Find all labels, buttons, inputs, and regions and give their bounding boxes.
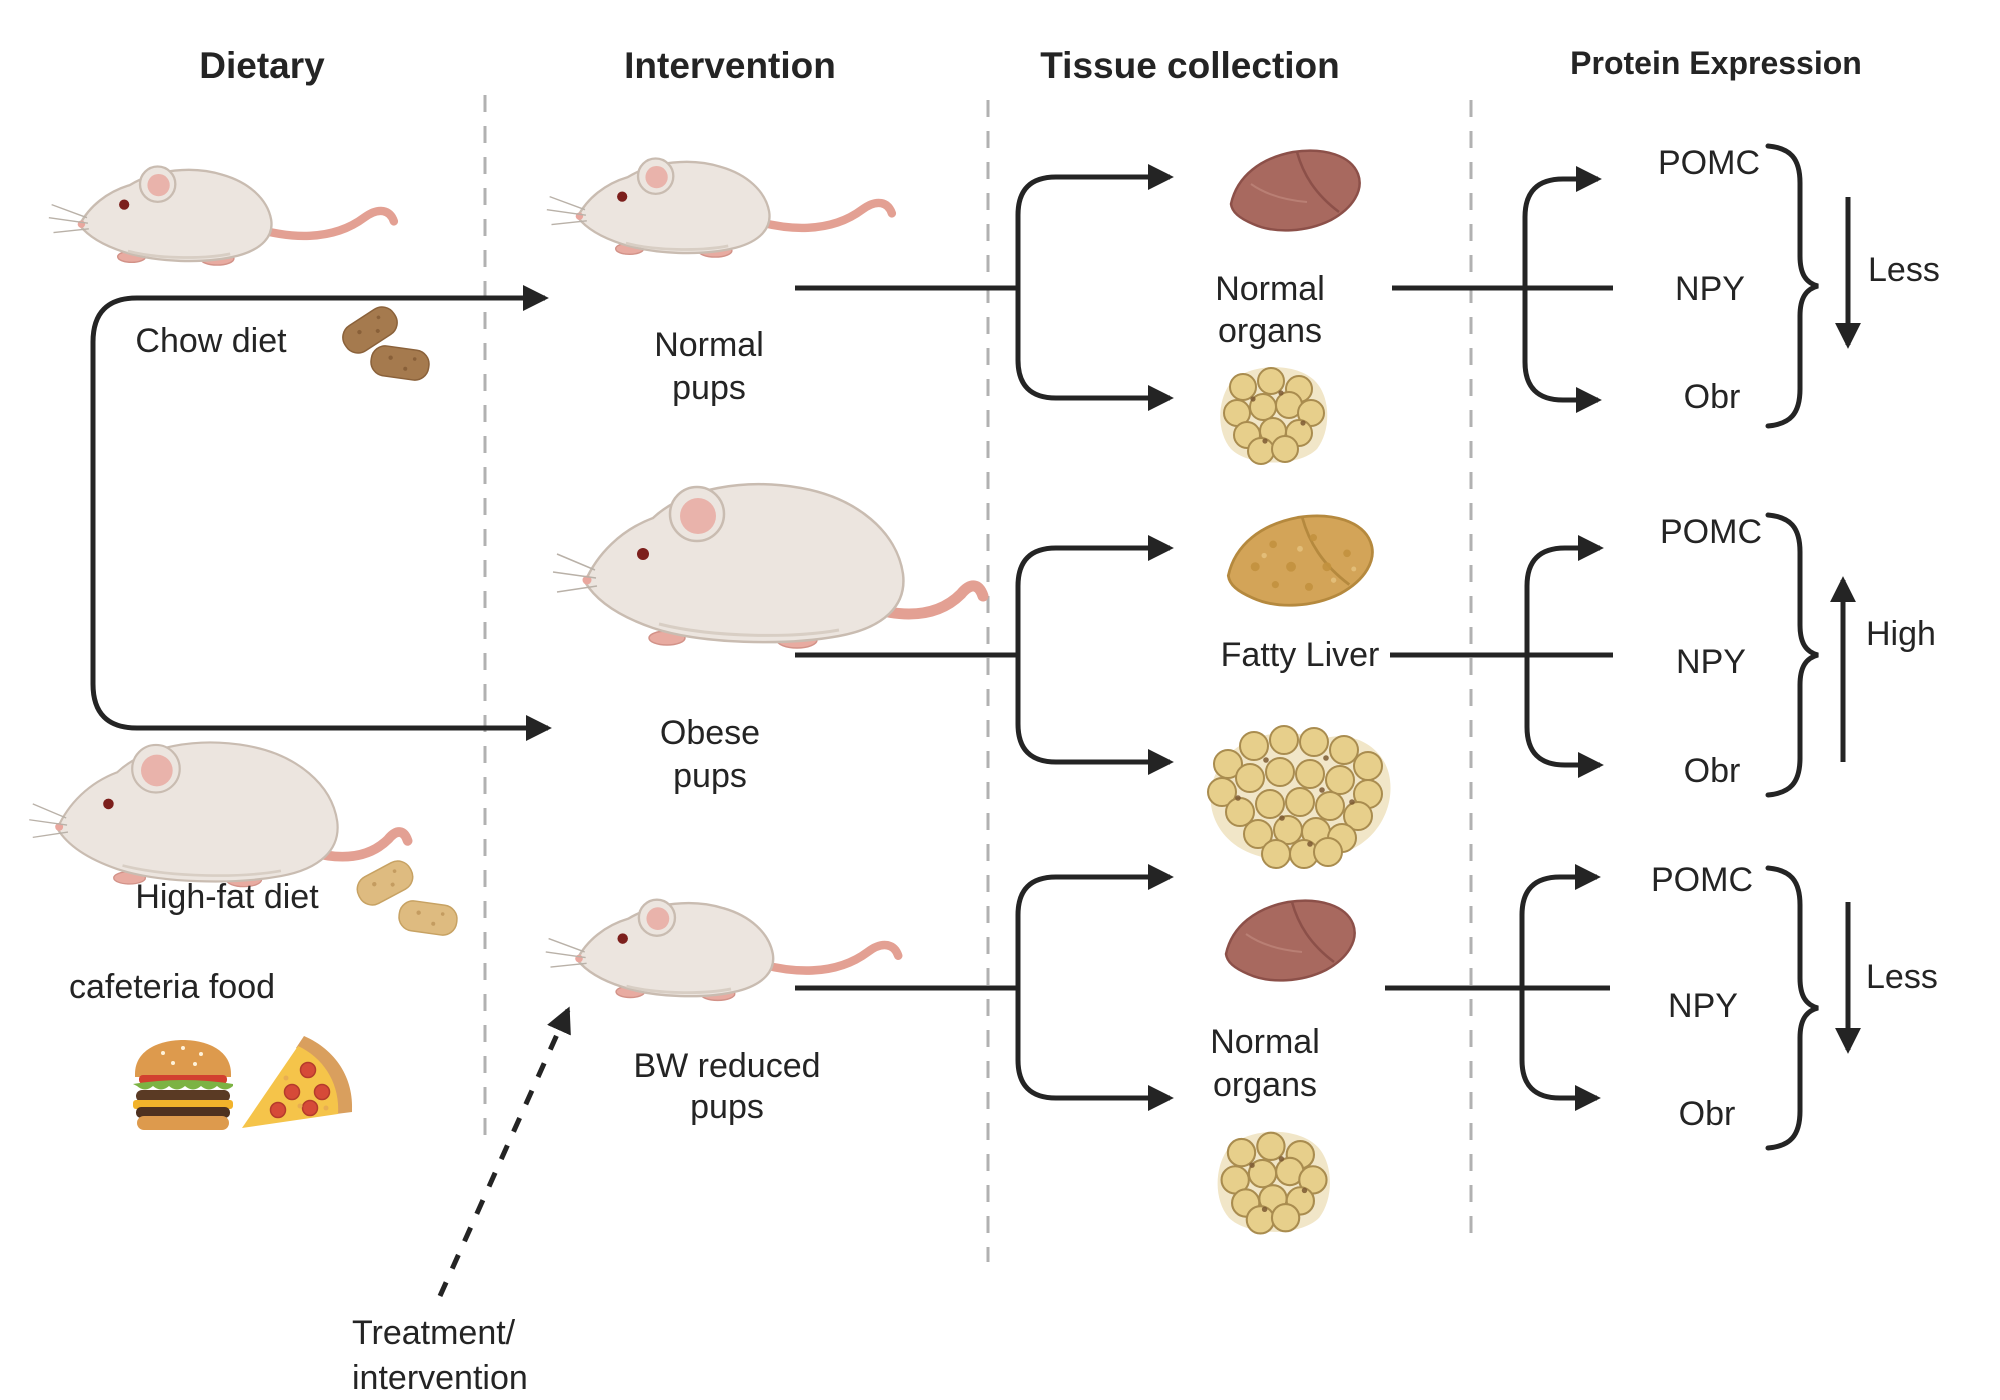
normal-pups-mouse-icon: [547, 159, 892, 258]
branch-arrow: [1015, 864, 1174, 988]
fatty-liver-label: Fatty Liver: [1221, 636, 1380, 674]
obr-label-row2: Obr: [1684, 752, 1741, 790]
branch-arrow: [1015, 535, 1174, 655]
flow-arrow-to-obese: [90, 683, 552, 741]
pizza-icon: [241, 1035, 353, 1129]
treatment-note: intervention: [352, 1359, 528, 1397]
brace-icon: [1765, 512, 1819, 798]
fat-mass-icon: [1207, 725, 1392, 869]
branch-arrow: [1519, 864, 1601, 988]
protein-branch-row1: [1392, 166, 1613, 413]
brace-icon: [1765, 865, 1819, 1151]
normal-organs-label-row3: Normal: [1210, 1023, 1320, 1061]
chow-mouse-icon: [49, 167, 394, 266]
branch-arrow: [1519, 988, 1601, 1111]
branch-arrow: [1015, 655, 1174, 775]
normal-pups-label: Normal: [654, 326, 764, 364]
branch-arrow: [1015, 988, 1174, 1111]
flow-arrow-chow-to-normal: [90, 285, 549, 343]
pomc-label-row2: POMC: [1660, 513, 1762, 551]
normal-organs-label-row1: organs: [1218, 312, 1322, 350]
obr-label-row3: Obr: [1679, 1095, 1736, 1133]
highfat-diet-label: High-fat diet: [135, 878, 319, 916]
protein-branch-row3: [1385, 864, 1610, 1111]
header-intervention: Intervention: [624, 45, 836, 86]
npy-label-row1: NPY: [1675, 270, 1745, 308]
liver-icon: [1229, 149, 1361, 232]
tissue-branch-row3: [795, 864, 1174, 1111]
branch-arrow: [1015, 288, 1174, 411]
chow-pellets-icon: [368, 343, 432, 383]
bw-reduced-pups-label: pups: [690, 1088, 764, 1126]
branch-arrow: [1522, 166, 1602, 288]
cafeteria-food-label: cafeteria food: [69, 968, 275, 1006]
tissue-branch-row2: [795, 535, 1174, 775]
less-label-row3: Less: [1866, 958, 1938, 996]
obr-label-row1: Obr: [1684, 378, 1741, 416]
pomc-label-row3: POMC: [1651, 861, 1753, 899]
tissue-branch-row1: [795, 164, 1174, 411]
branch-arrow: [1524, 535, 1604, 655]
obese-mouse-icon: [553, 484, 983, 648]
treatment-dashed-arrow-icon: [437, 1006, 571, 1298]
bw-reduced-mouse-icon: [546, 900, 898, 1001]
obese-pups-label: Obese: [660, 714, 760, 752]
header-tissue-collection: Tissue collection: [1040, 45, 1340, 86]
liver-icon: [1224, 899, 1356, 982]
chow-diet-label: Chow diet: [135, 322, 287, 360]
branch-arrow: [1015, 164, 1174, 288]
high-label-row2: High: [1866, 615, 1936, 653]
branch-arrow: [1524, 655, 1604, 778]
burger-icon: [133, 1040, 233, 1130]
fatty-liver-icon: [1226, 514, 1374, 607]
npy-label-row3: NPY: [1668, 987, 1738, 1025]
treatment-note: Treatment/: [352, 1314, 516, 1352]
branch-arrow: [1522, 288, 1602, 413]
highfat-mouse-icon: [29, 743, 407, 887]
normal-organs-label-row3: organs: [1213, 1066, 1317, 1104]
highfat-pellets-icon: [396, 898, 460, 938]
pomc-label-row1: POMC: [1658, 144, 1760, 182]
header-dietary: Dietary: [199, 45, 325, 86]
obese-pups-label: pups: [673, 757, 747, 795]
diet-flow-arrows: [90, 285, 552, 741]
normal-pups-label: pups: [672, 369, 746, 407]
fat-tissue-icon: [1216, 1130, 1332, 1235]
header-protein-expression: Protein Expression: [1570, 45, 1862, 81]
fat-tissue-icon: [1219, 366, 1329, 465]
normal-organs-label-row1: Normal: [1215, 270, 1325, 308]
brace-icon: [1765, 143, 1819, 429]
less-label-row1: Less: [1868, 251, 1940, 289]
npy-label-row2: NPY: [1676, 643, 1746, 681]
protein-branch-row2: [1390, 535, 1613, 778]
bw-reduced-pups-label: BW reduced: [633, 1047, 820, 1085]
